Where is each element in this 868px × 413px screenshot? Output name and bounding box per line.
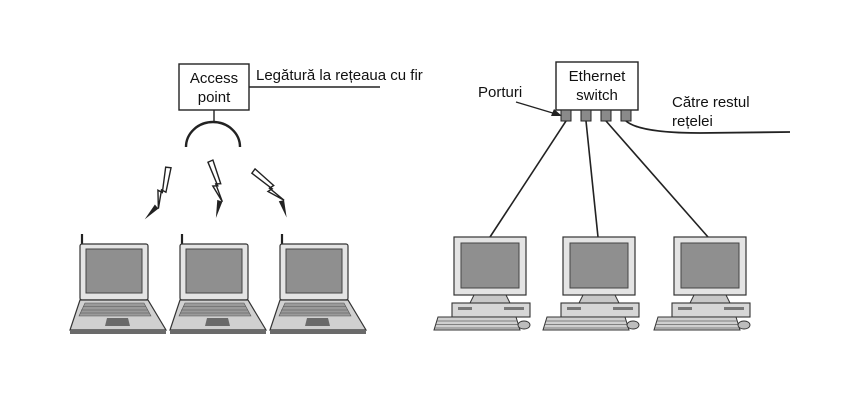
uplink-cable	[625, 120, 791, 134]
wired-link: Legătură la rețeaua cu fir	[249, 67, 423, 88]
desktop-computer-icon	[542, 236, 640, 331]
laptop-icon	[168, 232, 268, 336]
laptop-icon	[268, 232, 368, 336]
laptop-icon	[68, 232, 168, 336]
uplink: Către restul rețelei	[625, 94, 791, 134]
access-point-label-line1: Access	[190, 70, 238, 87]
ethernet-switch-label-line2: switch	[576, 87, 618, 104]
ethernet-cable	[585, 120, 599, 238]
access-point: Access point	[178, 63, 250, 111]
signal-bolt-icon	[250, 163, 294, 222]
ethernet-switch-label-line1: Ethernet	[569, 68, 627, 85]
antenna-icon	[184, 110, 242, 148]
signal-bolt-icon	[207, 159, 224, 219]
rest-of-network-label-line1: Către restul	[672, 94, 750, 111]
desktop-computer-icon	[433, 236, 531, 331]
ethernet-switch: Ethernet switch	[555, 61, 639, 122]
access-point-box	[178, 63, 250, 111]
desktop-computer-icon	[653, 236, 751, 331]
switch-port	[580, 109, 592, 122]
ethernet-cable	[489, 120, 567, 238]
switch-port	[600, 109, 612, 122]
ports-callout: Porturi	[478, 84, 562, 116]
signal-bolt-icon	[138, 164, 179, 224]
ports-label: Porturi	[478, 84, 522, 101]
ethernet-cable	[605, 120, 709, 238]
switch-port	[620, 109, 632, 122]
switch-port	[560, 109, 572, 122]
wired-link-label: Legătură la rețeaua cu fir	[256, 67, 423, 84]
access-point-label-line2: point	[198, 89, 231, 106]
rest-of-network-label-line2: rețelei	[672, 113, 713, 130]
ethernet-switch-box	[555, 61, 639, 111]
ethernet-cables	[489, 120, 709, 238]
